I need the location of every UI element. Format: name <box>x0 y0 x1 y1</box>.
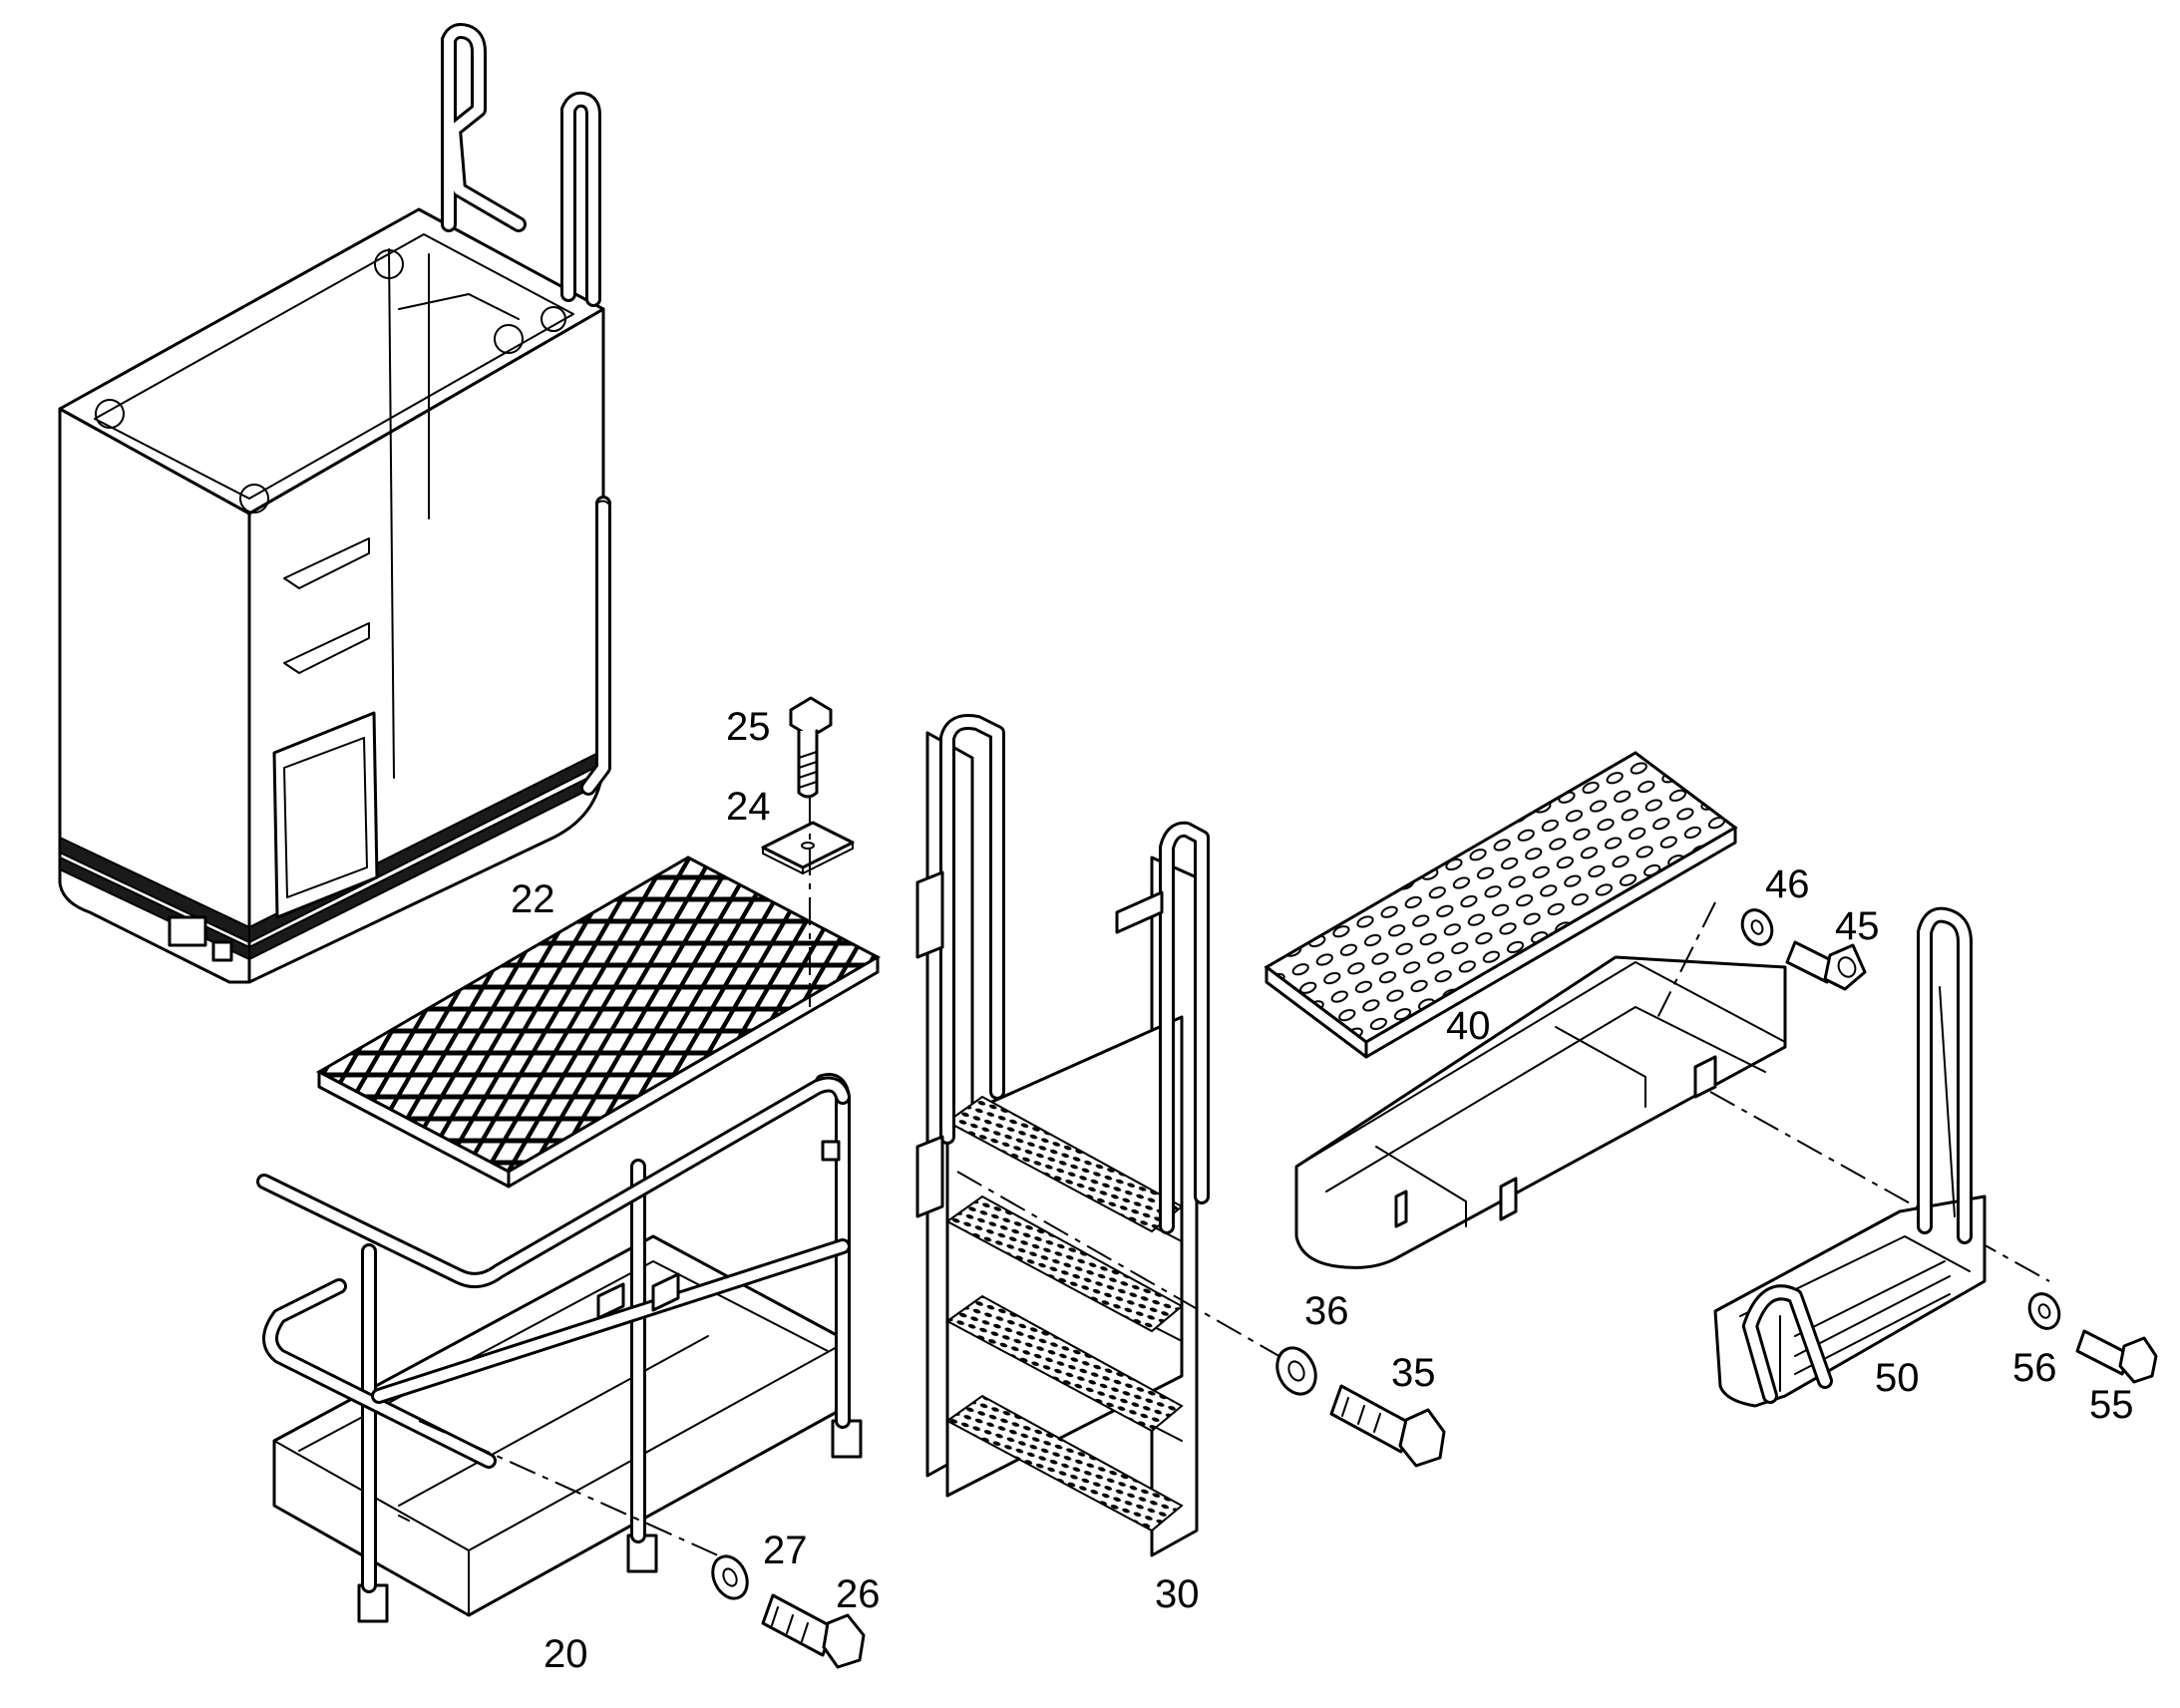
step-tray <box>1294 955 1787 1269</box>
assembly-axis-handrail <box>1709 1091 2050 1282</box>
handrail-bracket <box>1713 906 1987 1408</box>
hex-bolt-55 <box>2075 1329 2158 1384</box>
callout-45: 45 <box>1835 904 1880 948</box>
washer-36 <box>1275 1346 1317 1396</box>
callout-56: 56 <box>2012 1346 2057 1390</box>
assembly-axis-tray <box>1654 901 1716 1023</box>
railing-platform <box>256 1073 863 1623</box>
callout-24: 24 <box>726 785 771 829</box>
hex-bolt-26 <box>761 1593 866 1669</box>
cabinet-unit <box>58 23 611 984</box>
assembly-axis-ladder <box>956 1171 1297 1367</box>
callout-50: 50 <box>1875 1356 1920 1400</box>
callout-55: 55 <box>2089 1383 2134 1427</box>
washer-46 <box>1740 908 1774 946</box>
callout-35: 35 <box>1391 1351 1436 1395</box>
perforated-step-plate <box>1264 751 1738 1059</box>
callout-25: 25 <box>726 705 771 749</box>
callout-40: 40 <box>1446 1004 1491 1048</box>
floor-grating <box>315 855 882 1189</box>
washer-56 <box>2027 1292 2061 1330</box>
callout-36: 36 <box>1304 1289 1349 1333</box>
callout-46: 46 <box>1765 862 1810 906</box>
callout-27: 27 <box>763 1529 808 1572</box>
callout-20: 20 <box>544 1632 588 1676</box>
hex-bolt-vertical <box>789 696 833 799</box>
ladder <box>915 714 1210 1557</box>
assembly-axis-railing <box>418 1420 719 1556</box>
clamp-plate <box>761 821 855 874</box>
hex-bolt-35 <box>1329 1384 1446 1468</box>
socket-screw-45 <box>1785 940 1867 991</box>
callout-30: 30 <box>1155 1572 1200 1616</box>
washer-27 <box>711 1554 749 1600</box>
callout-22: 22 <box>511 877 555 921</box>
callout-26: 26 <box>836 1572 881 1616</box>
